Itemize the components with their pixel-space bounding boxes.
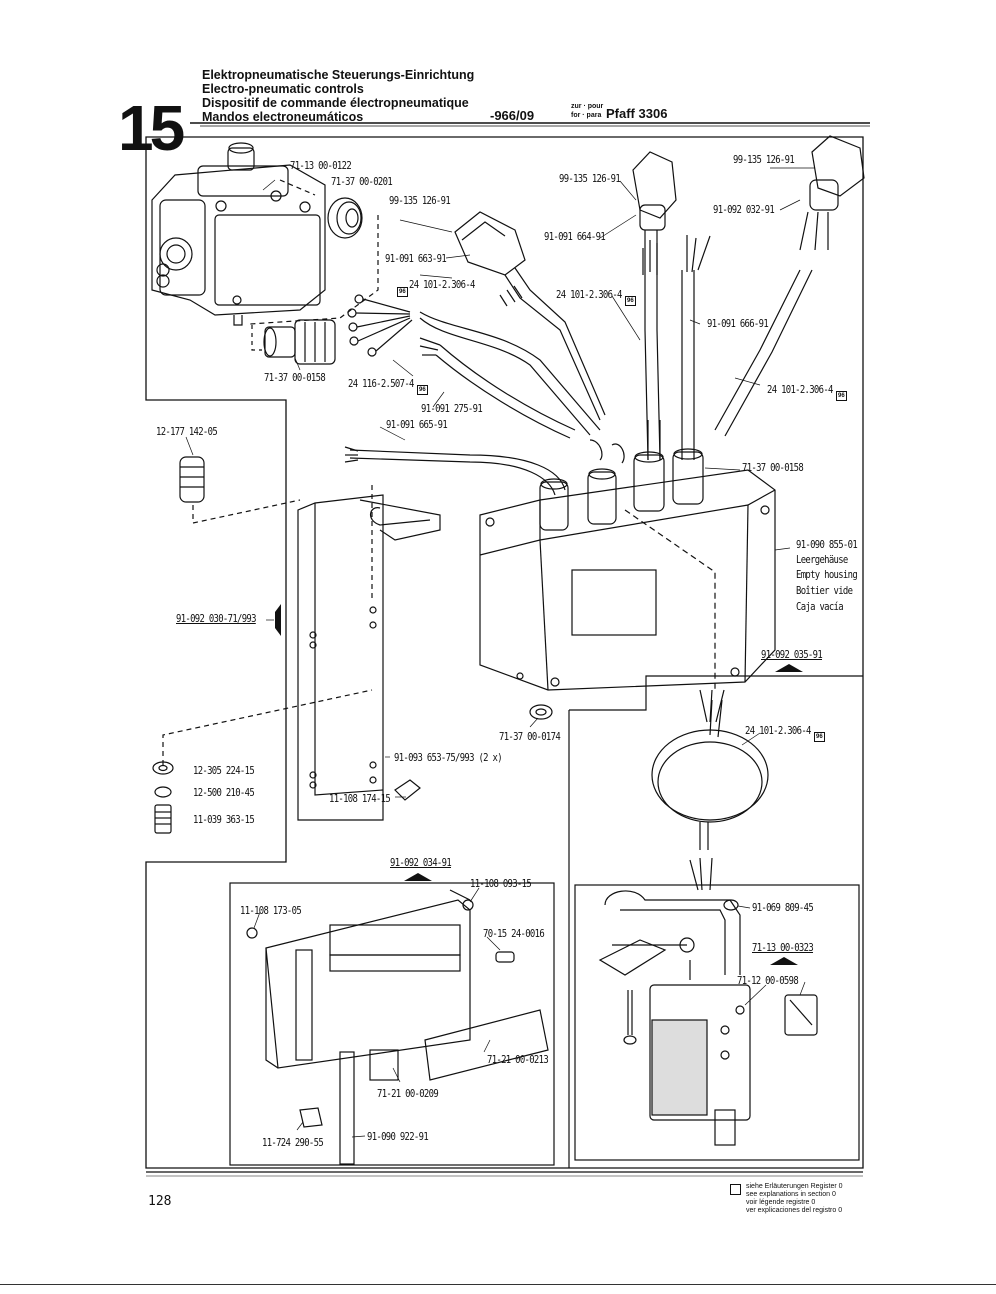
part-label: 24 101-2.306-4 xyxy=(745,725,811,737)
legend-box-icon xyxy=(730,1184,741,1195)
legend-line-en: see explanations in section 0 xyxy=(746,1191,836,1198)
zur-pour: zur · pour xyxy=(571,103,604,110)
part-label: 91-091 663-91 xyxy=(385,253,447,265)
part-label: 91-090 922-91 xyxy=(367,1131,429,1143)
part-label: 71-13 00-0122 xyxy=(290,160,352,172)
subassembly-triangle xyxy=(775,664,803,672)
part-label: 91-069 809-45 xyxy=(752,902,814,914)
marker-box: 96 xyxy=(836,391,847,401)
title-en: Electro-pneumatic controls xyxy=(202,82,364,96)
part-label: 12-500 210-45 xyxy=(193,787,255,799)
housing-part-label: 91-090 855-01 xyxy=(796,539,858,551)
part-label-subassembly: 71-13 00-0323 xyxy=(752,942,814,954)
title-es: Mandos electroneumáticos xyxy=(202,110,364,124)
page-number: 128 xyxy=(148,1194,172,1209)
title-de: Elektropneumatische Steuerungs-Einrichtu… xyxy=(202,68,475,82)
part-label: 12-305 224-15 xyxy=(193,765,255,777)
part-label: 24 101-2.306-4 xyxy=(409,279,475,291)
group-number: -966/09 xyxy=(490,108,535,123)
part-label: 99-135 126-91 xyxy=(559,173,621,185)
part-label: 71-12 00-0598 xyxy=(737,975,799,987)
part-label: 71-21 00-0213 xyxy=(487,1054,549,1066)
model-name: Pfaff 3306 xyxy=(606,106,668,121)
part-label: 91-091 666-91 xyxy=(707,318,769,330)
title-fr: Dispositif de commande électropneumatiqu… xyxy=(202,96,469,110)
part-label: 11-724 290-55 xyxy=(262,1137,324,1149)
part-label: 11-108 173-05 xyxy=(240,905,302,917)
housing-desc-en: Empty housing xyxy=(796,569,858,581)
part-label: 91-091 664-91 xyxy=(544,231,606,243)
page-bottom-rule xyxy=(0,1284,996,1285)
part-label: 91-091 275-91 xyxy=(421,403,483,415)
part-label: 71-21 00-0209 xyxy=(377,1088,439,1100)
part-label: 11-039 363-15 xyxy=(193,814,255,826)
part-label: 99-135 126-91 xyxy=(389,195,451,207)
part-label: 71-37 00-0201 xyxy=(331,176,393,188)
housing-desc-fr: Boîtier vide xyxy=(796,585,853,597)
part-label: 11-108 093-15 xyxy=(470,878,532,890)
part-label: 99-135 126-91 xyxy=(733,154,795,166)
part-label: 71-37 00-0158 xyxy=(264,372,326,384)
legend-line-fr: voir légende registre 0 xyxy=(746,1199,816,1206)
part-label: 24 116-2.507-4 xyxy=(348,378,414,390)
legend-line-es: ver explicaciones del registro 0 xyxy=(746,1207,843,1214)
part-label: 91-092 032-91 xyxy=(713,204,775,216)
part-label: 11-108 174-15 xyxy=(329,793,391,805)
part-label-subassembly: 91-092 035-91 xyxy=(761,649,823,661)
section-number: 15 xyxy=(118,92,185,164)
part-label: 91-091 665-91 xyxy=(386,419,448,431)
part-label: 71-37 00-0174 xyxy=(499,731,561,743)
part-label-subassembly: 91-092 034-91 xyxy=(390,857,452,869)
part-label: 24 101-2.306-4 xyxy=(556,289,622,301)
legend-line-de: siehe Erläuterungen Register 0 xyxy=(746,1183,843,1190)
part-label: 24 101-2.306-4 xyxy=(767,384,833,396)
subassembly-triangle xyxy=(404,873,432,881)
part-label: 71-37 00-0158 xyxy=(742,462,804,474)
subassembly-triangle xyxy=(770,957,798,965)
housing-desc-es: Caja vacía xyxy=(796,601,844,613)
part-label: 70-15 24-0016 xyxy=(483,928,545,940)
part-label: 91-093 653-75/993 (2 x) xyxy=(394,752,503,764)
marker-box: 96 xyxy=(397,287,408,297)
marker-box: 96 xyxy=(625,296,636,306)
part-label: 12-177 142-05 xyxy=(156,426,218,438)
for-para: for · para xyxy=(571,112,602,119)
housing-desc-de: Leergehäuse xyxy=(796,554,848,566)
marker-box: 96 xyxy=(814,732,825,742)
marker-box: 96 xyxy=(417,385,428,395)
part-label-subassembly: 91-092 030-71/993 xyxy=(176,613,256,625)
